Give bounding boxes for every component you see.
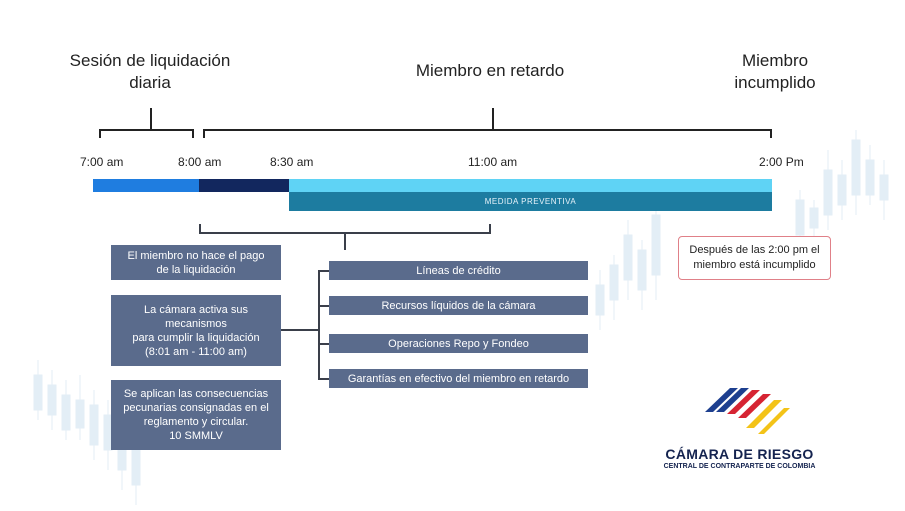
bracket-late-stem — [492, 108, 494, 130]
connector-branch — [318, 305, 330, 307]
bracket-lower-stem — [344, 232, 346, 250]
default-note: Después de las 2:00 pm el miembro está i… — [678, 236, 831, 280]
time-label: 8:30 am — [270, 155, 314, 169]
timeline-segment-grace — [199, 179, 289, 192]
preventive-measure-bar: MEDIDA PREVENTIVA — [289, 192, 772, 211]
step-activate-mechanisms: La cámara activa sus mecanismos para cum… — [111, 295, 281, 366]
header-daily-session: Sesión de liquidación diaria — [69, 51, 231, 92]
bracket-lower-right — [489, 224, 491, 233]
step-no-payment: El miembro no hace el pago de la liquida… — [111, 245, 281, 280]
timeline-segment-daily — [93, 179, 199, 192]
connector-branch — [318, 378, 330, 380]
logo-name: CÁMARA DE RIESGO — [665, 446, 814, 462]
mechanism-cash-guarantees: Garantías en efectivo del miembro en ret… — [329, 369, 588, 388]
connector-vertical — [318, 270, 320, 379]
bracket-late-left — [203, 129, 205, 138]
time-label: 8:00 am — [178, 155, 222, 169]
step-penalties: Se aplican las consecuencias pecunarias … — [111, 380, 281, 450]
connector-horizontal — [281, 329, 319, 331]
bracket-daily-stem — [150, 108, 152, 130]
time-label: 2:00 Pm — [759, 155, 804, 169]
bracket-late-right — [770, 129, 772, 138]
bracket-daily-top — [99, 129, 194, 131]
mechanism-credit-lines: Líneas de crédito — [329, 261, 588, 280]
connector-branch — [318, 343, 330, 345]
timeline-segment-late — [289, 179, 772, 192]
header-member-default: Miembro incumplido — [734, 51, 816, 92]
header-member-late: Miembro en retardo — [415, 61, 565, 80]
time-label: 7:00 am — [80, 155, 124, 169]
bracket-daily-right — [192, 129, 194, 138]
time-label: 11:00 am — [468, 155, 518, 169]
connector-branch — [318, 270, 330, 272]
bracket-daily-left — [99, 129, 101, 138]
bracket-lower-left — [199, 224, 201, 233]
mechanism-liquid-resources: Recursos líquidos de la cámara — [329, 296, 588, 315]
logo-subtitle: CENTRAL DE CONTRAPARTE DE COLOMBIA — [663, 463, 816, 470]
mechanism-repo-operations: Operaciones Repo y Fondeo — [329, 334, 588, 353]
bracket-late-top — [203, 129, 772, 131]
logo-stripes-icon — [705, 388, 790, 434]
